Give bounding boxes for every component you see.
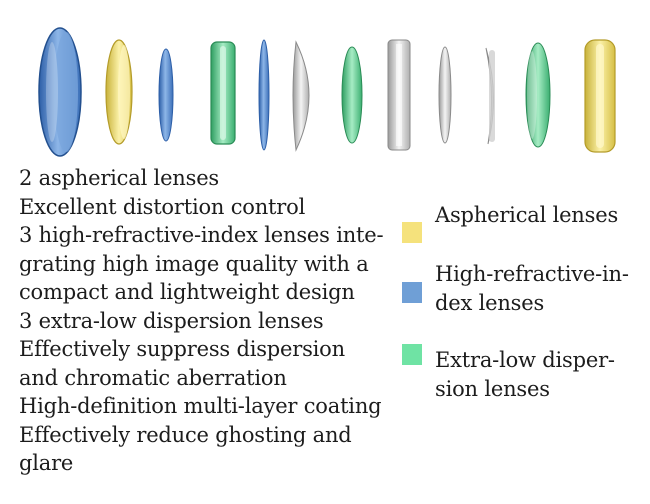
feature-line: Effectively suppress dispersion <box>19 337 345 361</box>
blue-lens-3 <box>258 39 270 151</box>
feature-line: 3 high-refractive-index lenses inte- <box>19 223 384 247</box>
lens-illustration <box>38 27 616 157</box>
green-lens-2 <box>341 46 363 144</box>
yellow-lens-1 <box>105 39 133 145</box>
feature-line: Excellent distortion control <box>19 194 306 219</box>
blue-front-lens <box>38 27 82 157</box>
feature-line: compact and lightweight design <box>19 280 355 304</box>
green-lens-3 <box>525 42 551 148</box>
clear-lens-2 <box>387 39 411 151</box>
feature-line: High-definition multi-layer coating <box>19 394 382 418</box>
feature-line: 3 extra-low dispersion lenses <box>19 308 324 333</box>
legend-label: sion lenses <box>435 377 550 401</box>
feature-line: glare <box>19 451 74 475</box>
yellow-lens-2 <box>584 39 616 153</box>
clear-lens-4 <box>485 47 495 145</box>
legend-label: High-refractive-in- <box>435 262 629 286</box>
aspherical-swatch <box>402 222 422 243</box>
high-refractive-swatch <box>402 282 422 303</box>
legend-label: Aspherical lenses <box>435 203 619 227</box>
extra-low-dispersion-swatch <box>402 344 422 365</box>
green-lens-1 <box>210 41 236 145</box>
blue-lens-2 <box>158 48 174 142</box>
feature-line: Effectively reduce ghosting and <box>19 422 352 447</box>
clear-lens-1 <box>292 40 310 152</box>
legend-label: dex lenses <box>435 291 545 315</box>
feature-line: grating high image quality with a <box>19 251 369 276</box>
feature-line: 2 aspherical lenses <box>19 166 220 190</box>
feature-line: and chromatic aberration <box>19 365 287 390</box>
legend-label: Extra-low disper- <box>435 348 615 372</box>
feature-list: 2 aspherical lenses Excellent distortion… <box>19 164 409 478</box>
clear-lens-3 <box>438 46 452 144</box>
